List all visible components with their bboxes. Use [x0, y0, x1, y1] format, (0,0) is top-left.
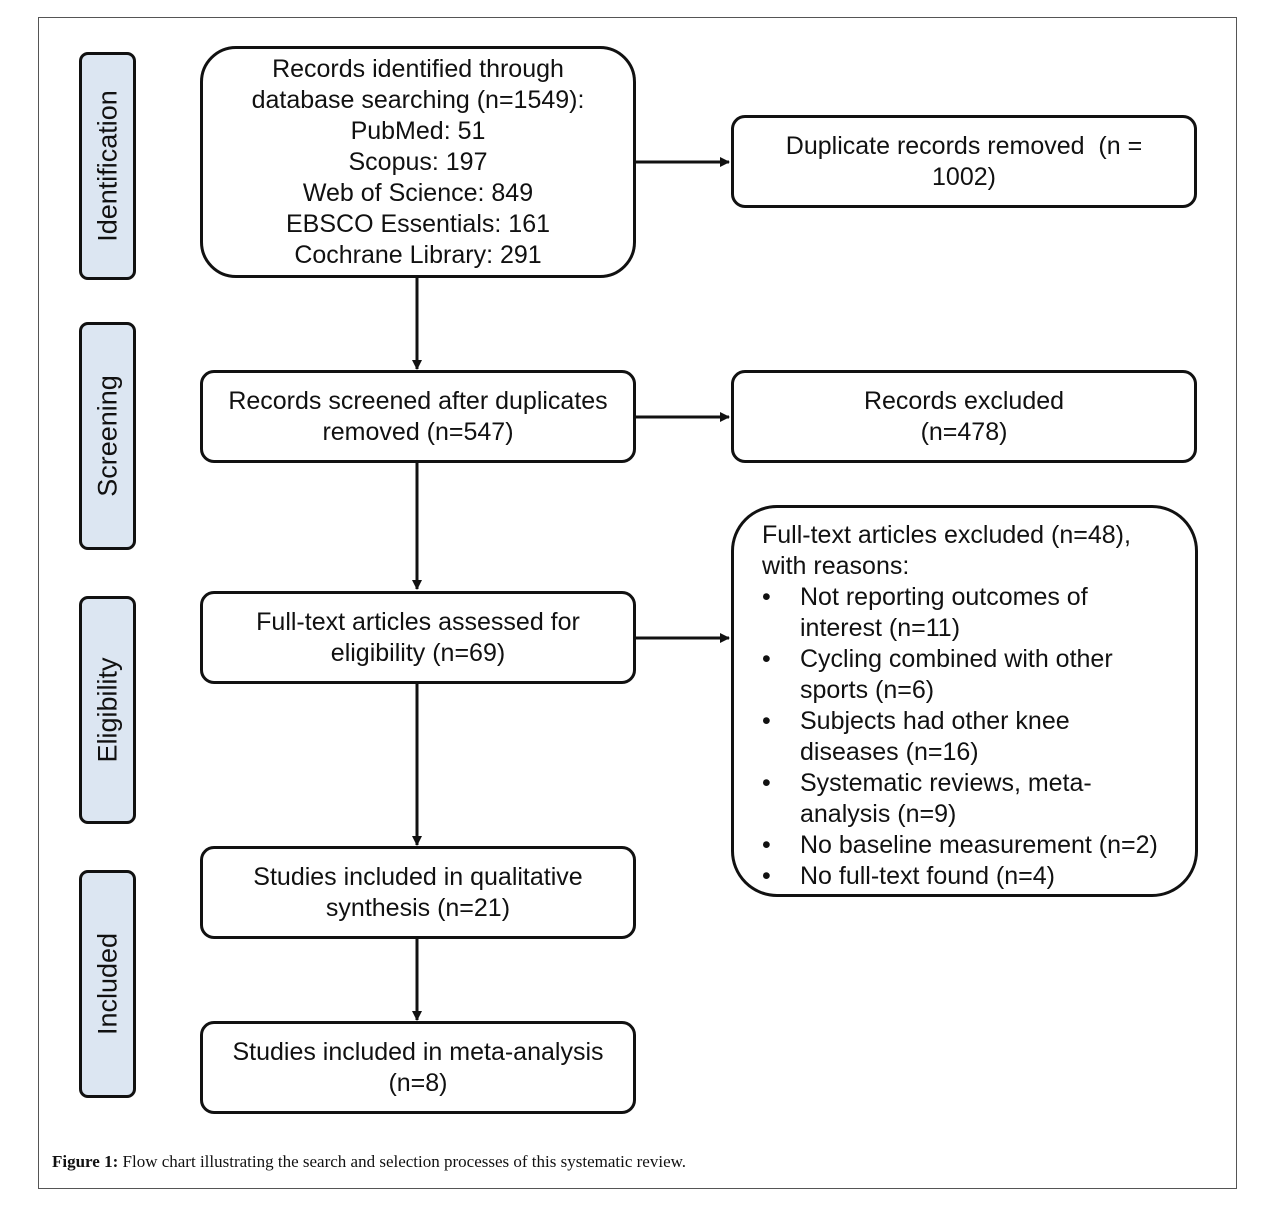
box-fulltext-assessed: Full-text articles assessed for eligibil… — [200, 591, 636, 684]
figure-frame — [38, 17, 1237, 1189]
phase-screening: Screening — [79, 322, 136, 550]
box-qualitative-synthesis: Studies included in qualitative synthesi… — [200, 846, 636, 939]
box-records-screened: Records screened after duplicates remove… — [200, 370, 636, 463]
box-meta-analysis: Studies included in meta-analysis (n=8) — [200, 1021, 636, 1114]
figure-caption: Figure 1: Flow chart illustrating the se… — [52, 1152, 686, 1172]
exclusion-reasons-list: Not reporting outcomes of interest (n=11… — [762, 582, 1158, 892]
exclusion-reason: Not reporting outcomes of interest (n=11… — [762, 582, 1158, 644]
exclusion-reason: Systematic reviews, meta- analysis (n=9) — [762, 768, 1158, 830]
exclusion-reason: No full-text found (n=4) — [762, 861, 1158, 892]
caption-text: Flow chart illustrating the search and s… — [118, 1152, 687, 1171]
exclusion-reason: No baseline measurement (n=2) — [762, 830, 1158, 861]
caption-label: Figure 1: — [52, 1152, 119, 1171]
phase-identification: Identification — [79, 52, 136, 280]
box-records-excluded: Records excluded (n=478) — [731, 370, 1197, 463]
exclusion-reason: Cycling combined with other sports (n=6) — [762, 644, 1158, 706]
phase-eligibility: Eligibility — [79, 596, 136, 824]
exclusion-reason: Subjects had other knee diseases (n=16) — [762, 706, 1158, 768]
box-fulltext-excluded: Full-text articles excluded (n=48), with… — [731, 505, 1198, 897]
excluded-heading: Full-text articles excluded (n=48), — [762, 521, 1131, 549]
excluded-heading-2: with reasons: — [762, 552, 910, 580]
box-duplicates-removed: Duplicate records removed (n = 1002) — [731, 115, 1197, 208]
phase-included: Included — [79, 870, 136, 1098]
box-records-identified: Records identified through database sear… — [200, 46, 636, 278]
